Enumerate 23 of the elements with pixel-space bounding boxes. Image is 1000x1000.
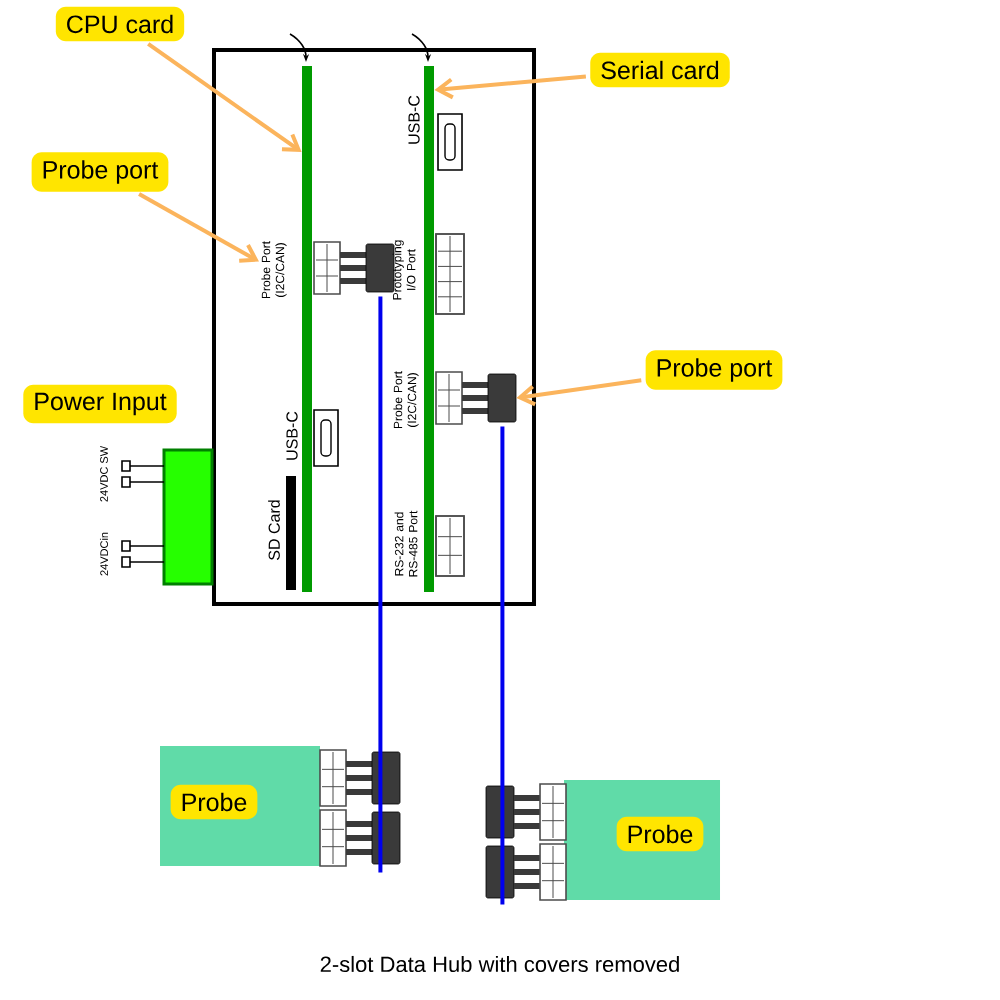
circuit-card	[302, 66, 312, 592]
leader-line	[516, 378, 642, 407]
cable	[500, 426, 505, 905]
cable	[378, 296, 383, 873]
callout-label: Probe port	[645, 350, 783, 390]
circuit-card	[424, 66, 434, 592]
callout-label: Probe port	[31, 152, 169, 192]
hub-enclosure	[212, 48, 536, 606]
callout-label: Serial card	[590, 52, 730, 88]
probe-connector	[435, 371, 517, 425]
header-connector	[435, 233, 465, 315]
probe-drawing: Probe	[160, 746, 401, 867]
caption: 2-slot Data Hub with covers removed	[320, 955, 679, 973]
leader-line	[138, 192, 259, 263]
callout-label: Power Input	[23, 384, 177, 424]
power-connector	[162, 448, 214, 586]
probe-connector	[313, 241, 395, 295]
probe-drawing: Probe	[485, 780, 720, 901]
slot-label: SD Card	[268, 500, 280, 560]
header-connector	[435, 515, 465, 577]
callout-label: CPU card	[55, 6, 185, 42]
leader-line	[147, 42, 302, 152]
leader-line	[434, 74, 587, 100]
